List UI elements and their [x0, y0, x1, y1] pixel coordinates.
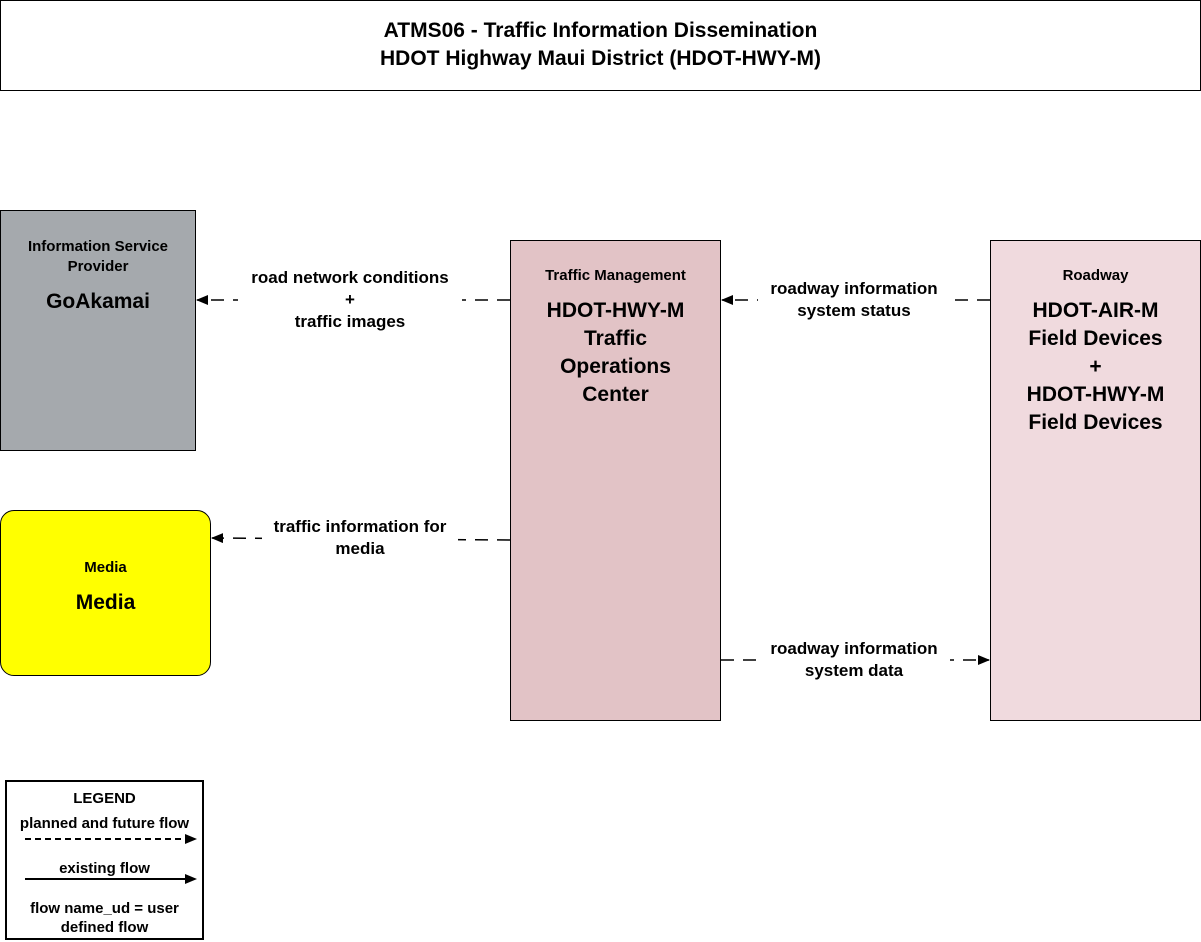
- node-tm-name-line: Traffic: [583, 327, 648, 350]
- flow-label-traffic-info-media: traffic information for media: [262, 516, 458, 560]
- node-rw-name-line: HDOT-AIR-M: [1032, 299, 1159, 322]
- flow-label-line: system data: [804, 661, 904, 680]
- node-rw-name-line: Field Devices: [1028, 327, 1163, 350]
- legend-existing-label: existing flow: [59, 860, 150, 877]
- node-media[interactable]: Media Media: [0, 510, 211, 676]
- diagram-subtitle: HDOT Highway Maui District (HDOT-HWY-M): [380, 47, 821, 70]
- legend-existing-line: [25, 874, 197, 884]
- node-tm-name-line: HDOT-HWY-M: [546, 299, 685, 322]
- legend-ud-line: defined flow: [60, 919, 149, 936]
- flow-label-line: road network conditions: [251, 268, 449, 287]
- flow-label-line: roadway information: [770, 279, 938, 298]
- flow-label-road-network: road network conditions + traffic images: [238, 267, 462, 333]
- diagram-title: ATMS06 - Traffic Information Disseminati…: [383, 19, 818, 42]
- diagram-title-box: ATMS06 - Traffic Information Disseminati…: [0, 0, 1201, 91]
- legend-box: LEGEND planned and future flow existing …: [5, 780, 204, 940]
- flow-label-line: roadway information: [770, 639, 938, 658]
- node-tm-name-line: Center: [582, 383, 649, 406]
- flow-label-line: traffic images: [294, 312, 406, 331]
- legend-ud-line: flow name_ud = user: [30, 900, 179, 917]
- flow-label-line: system status: [797, 301, 911, 320]
- node-tm-category: Traffic Management: [545, 267, 686, 284]
- node-rw-category: Roadway: [1062, 267, 1129, 284]
- flow-label-line: traffic information for: [273, 517, 447, 536]
- node-media-name: Media: [75, 591, 136, 614]
- node-roadway[interactable]: Roadway HDOT-AIR-M Field Devices + HDOT-…: [990, 240, 1201, 721]
- legend-planned-line: [25, 834, 197, 844]
- node-traffic-management[interactable]: Traffic Management HDOT-HWY-M Traffic Op…: [510, 240, 721, 721]
- node-rw-name-line: Field Devices: [1028, 411, 1163, 434]
- node-tm-name-line: Operations: [560, 355, 671, 378]
- node-information-service-provider[interactable]: Information Service Provider GoAkamai: [0, 210, 196, 451]
- flow-label-rw-status: roadway information system status: [758, 278, 950, 322]
- node-rw-name-line: +: [1089, 355, 1102, 378]
- flow-line-traffic-info-media: [211, 533, 511, 544]
- node-isp-name: GoAkamai: [46, 290, 150, 313]
- node-rw-name-line: HDOT-HWY-M: [1026, 383, 1165, 406]
- legend-title: LEGEND: [73, 790, 136, 807]
- legend-planned-label: planned and future flow: [19, 815, 190, 832]
- node-media-category: Media: [84, 559, 127, 576]
- flow-label-line: media: [335, 539, 385, 558]
- flow-label-line: +: [345, 290, 355, 309]
- flow-label-rw-data: roadway information system data: [758, 638, 950, 682]
- node-isp-category: Information Service Provider: [27, 238, 169, 275]
